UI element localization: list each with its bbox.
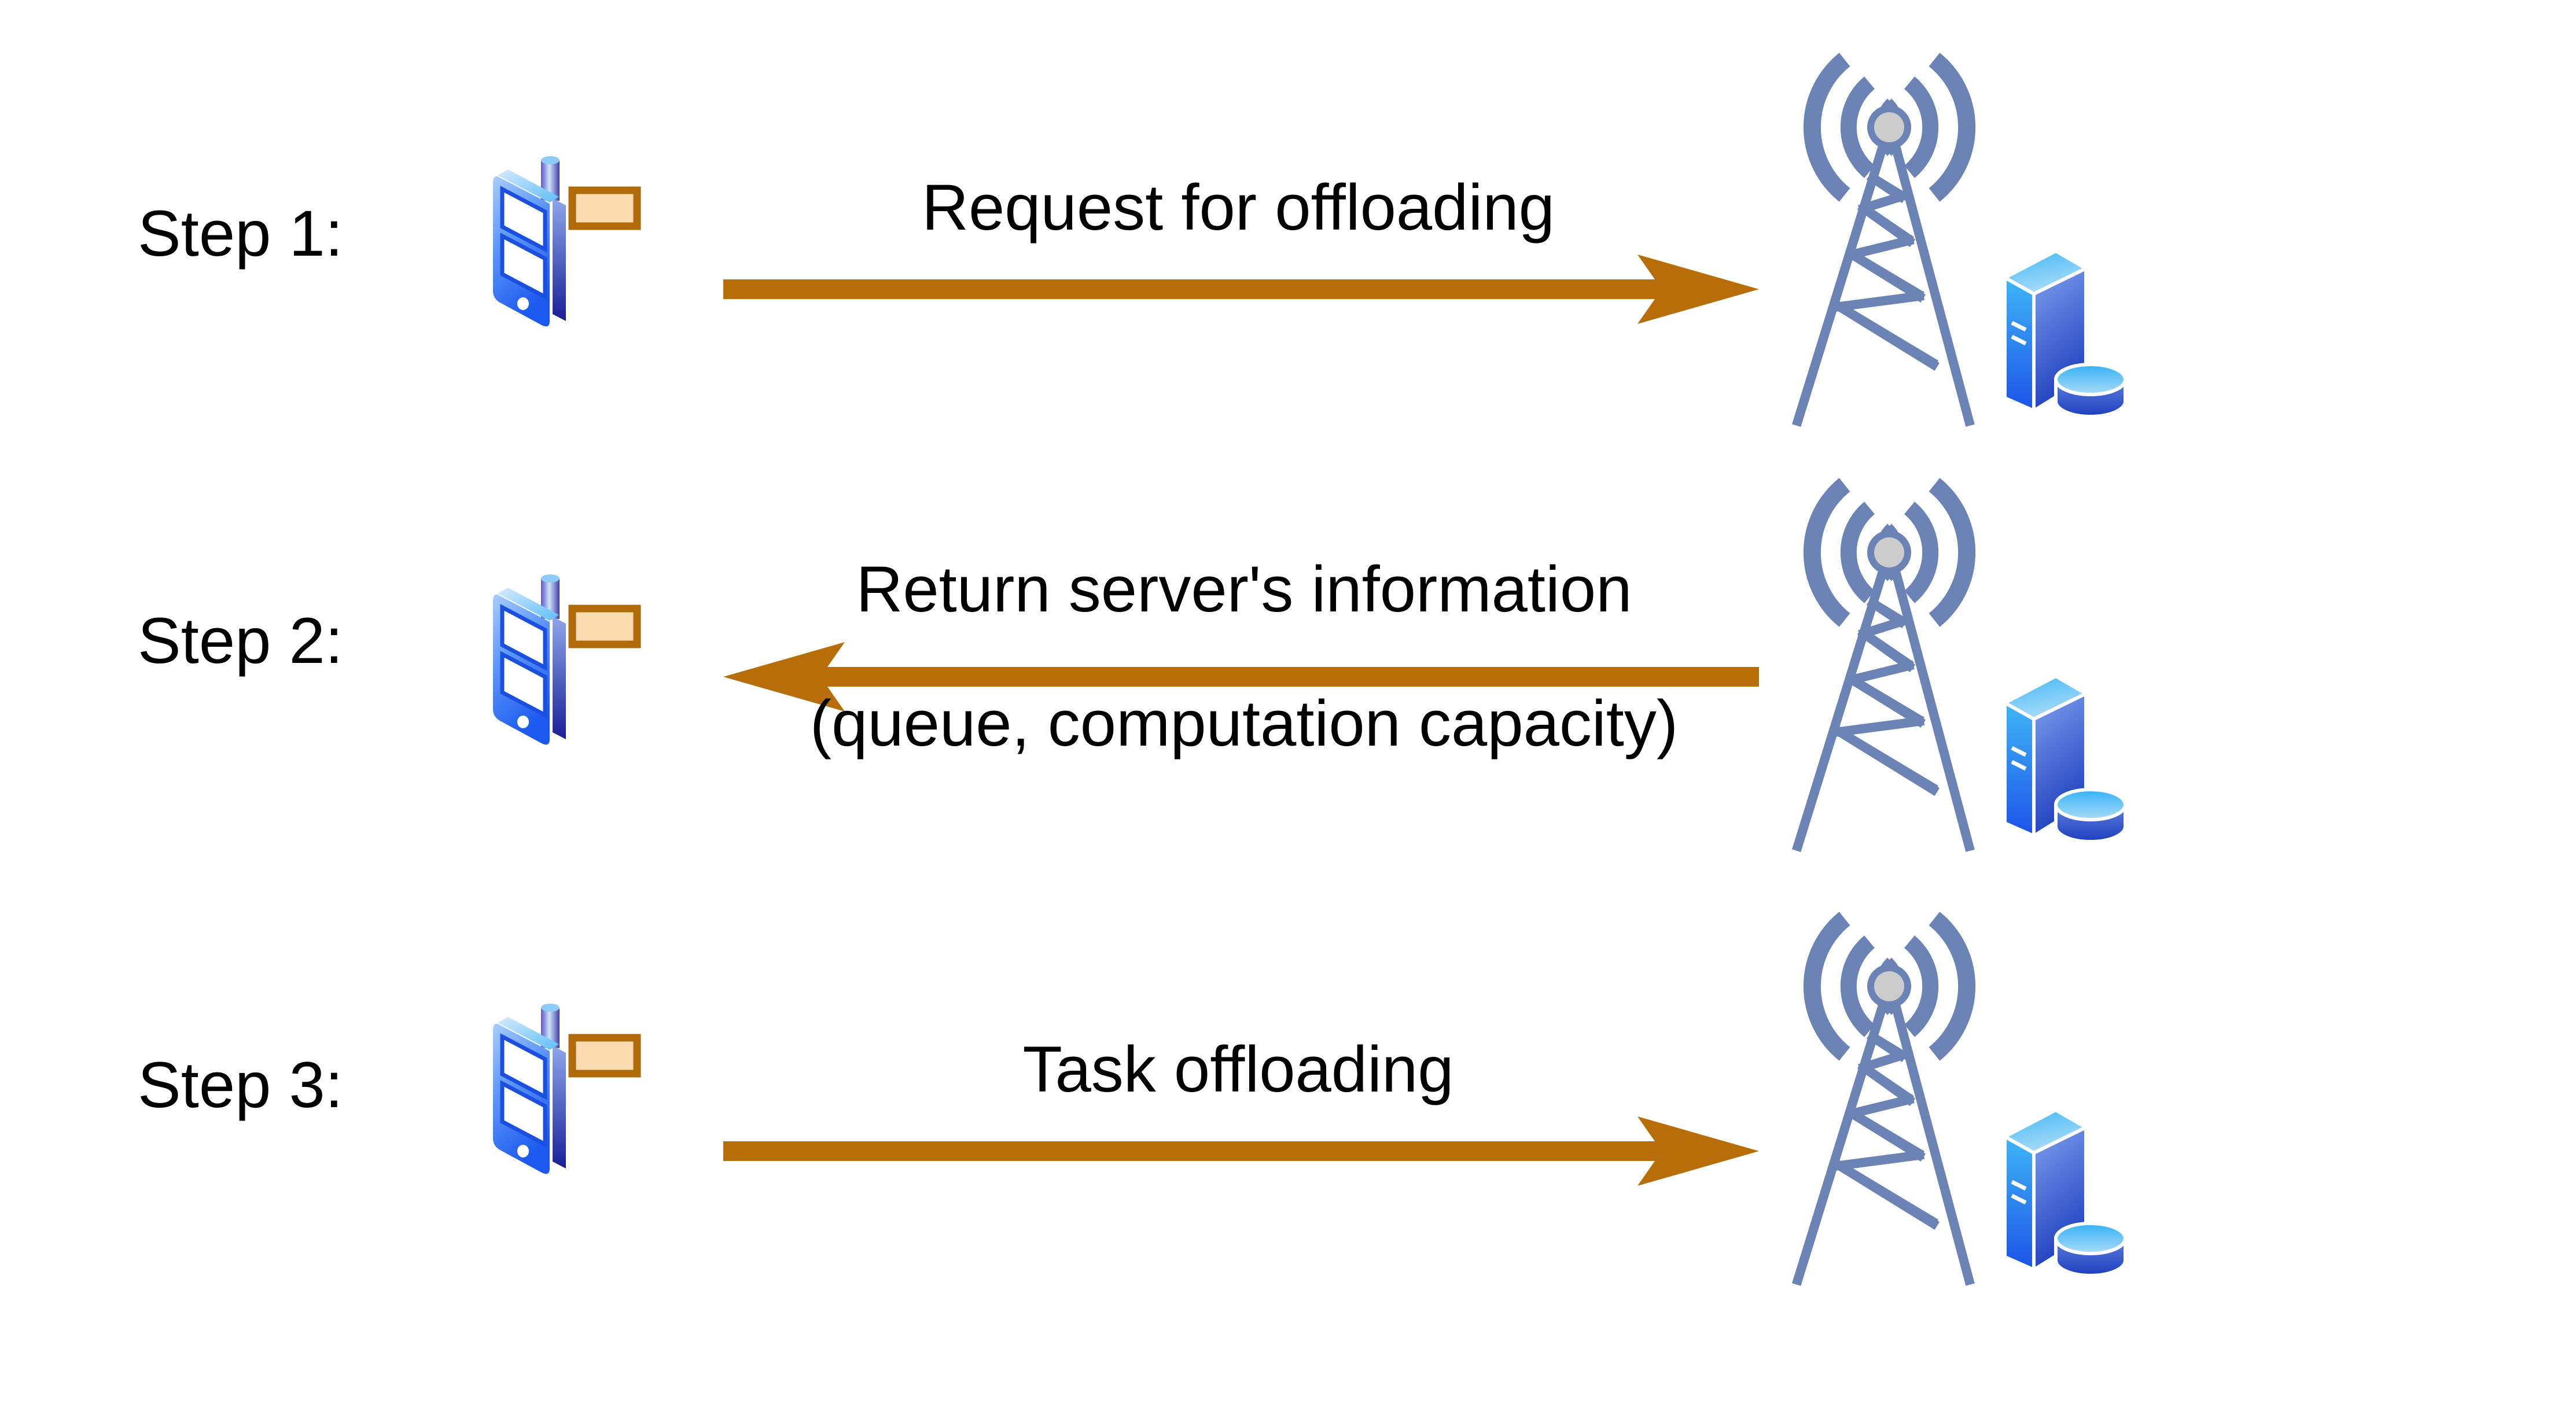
message-line-2-1: (queue, computation capacity) xyxy=(809,687,1679,760)
arrow-right-1 xyxy=(723,255,1759,324)
cell-tower-icon-3 xyxy=(1785,894,2190,1299)
data-tag-icon-1 xyxy=(568,186,641,230)
cell-tower-icon-1 xyxy=(1785,35,2190,440)
data-tag-icon-2 xyxy=(568,604,641,648)
step-label-1: Step 1: xyxy=(138,197,343,270)
arrow-right-3 xyxy=(723,1116,1759,1186)
message-line-3-0: Task offloading xyxy=(1022,1033,1454,1105)
message-text-2a: Return server's information xyxy=(752,555,1736,624)
arrow-left-2 xyxy=(723,642,1759,712)
mobile-device-icon-1 xyxy=(485,148,658,338)
message-line-1-0: Request for offloading xyxy=(922,171,1555,244)
mobile-device-icon-3 xyxy=(485,995,658,1186)
cell-tower-icon-2 xyxy=(1785,460,2190,865)
data-tag-icon-3 xyxy=(568,1034,641,1078)
message-text-3: Task offloading xyxy=(752,1035,1724,1104)
step-label-2: Step 2: xyxy=(138,604,343,677)
mobile-device-icon-2 xyxy=(485,566,658,757)
step-label-3: Step 3: xyxy=(138,1049,343,1121)
message-line-2-0: Return server's information xyxy=(856,553,1632,625)
message-text-1: Request for offloading xyxy=(752,174,1724,242)
message-text-2b: (queue, computation capacity) xyxy=(752,690,1736,758)
